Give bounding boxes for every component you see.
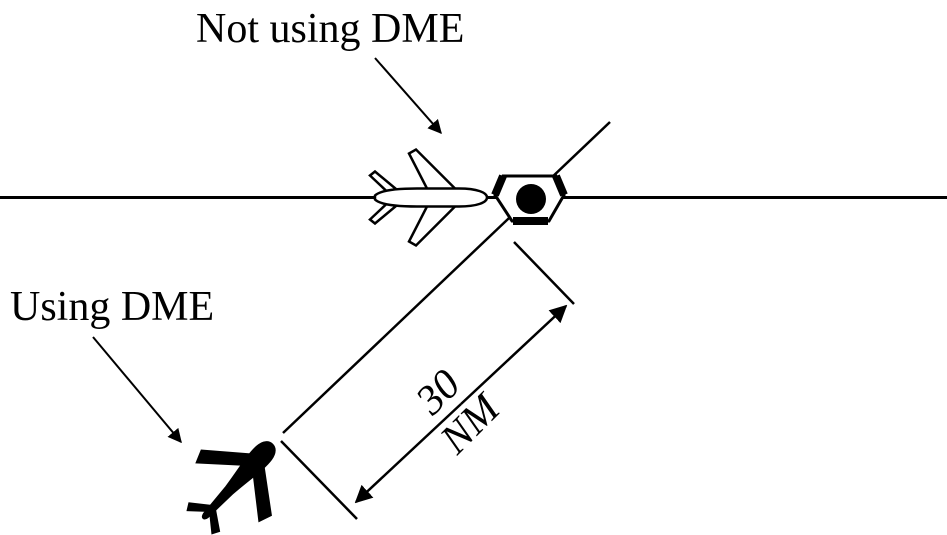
dimension-arrow-upper xyxy=(460,304,568,405)
extension-line-aircraft xyxy=(280,440,358,520)
vortac-center-dot xyxy=(516,184,546,214)
vortac-station-icon xyxy=(491,174,568,225)
not-using-dme-pointer-arrow xyxy=(374,57,442,135)
label-using-dme: Using DME xyxy=(10,284,215,330)
radial-line xyxy=(282,121,611,434)
extension-line-station xyxy=(513,241,575,305)
vortac-bar-left xyxy=(491,174,507,197)
label-not-using-dme: Not using DME xyxy=(196,6,465,52)
vortac-bar-right xyxy=(552,174,568,197)
aircraft-outline-icon xyxy=(368,147,489,248)
outline-aircraft-wing-top xyxy=(407,147,461,192)
outline-aircraft-wing-bottom xyxy=(407,203,461,248)
outline-aircraft-fuselage xyxy=(373,187,489,208)
aircraft-silhouette-icon xyxy=(186,441,276,535)
dimension-arrow-lower xyxy=(354,403,462,504)
using-dme-pointer-arrow xyxy=(92,336,182,444)
silhouette-aircraft-fuselage xyxy=(201,441,276,520)
